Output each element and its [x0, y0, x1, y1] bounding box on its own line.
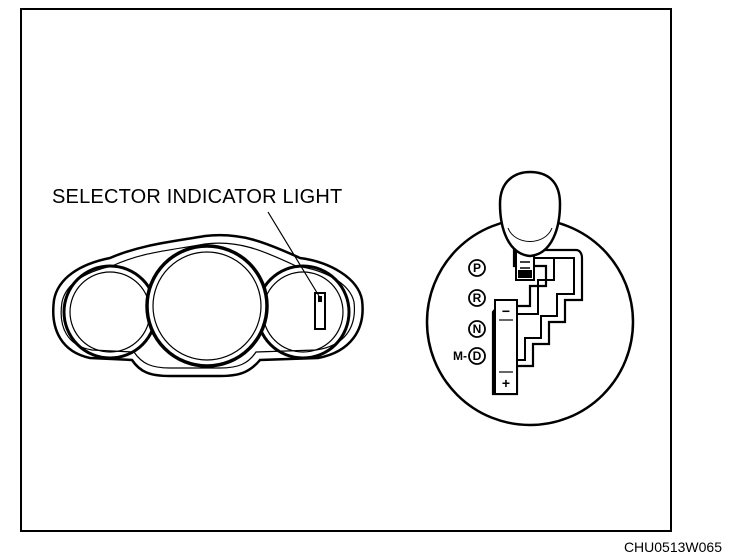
manual-minus-symbol: −: [502, 303, 510, 319]
shift-gate-outer: [491, 248, 584, 396]
gear-position-markers: P R N M- D: [453, 259, 486, 365]
selector-indicator-light-label: SELECTOR INDICATOR LIGHT: [52, 186, 343, 208]
svg-text:D: D: [473, 349, 482, 363]
svg-text:P: P: [473, 261, 481, 275]
manual-plus-symbol: +: [502, 375, 510, 391]
diagram-frame: [20, 8, 672, 532]
instrument-cluster: [52, 233, 364, 378]
gear-marker-d-prefix: M-: [453, 349, 467, 363]
svg-text:N: N: [473, 322, 482, 336]
svg-text:R: R: [473, 291, 482, 305]
callout-leader-line: [267, 211, 320, 297]
gear-marker-p: P: [468, 259, 486, 277]
selector-indicator-light: [314, 292, 326, 330]
shift-gate-inner: [498, 257, 575, 389]
shift-console: − + P R N M-: [425, 170, 635, 427]
left-gauge: [62, 264, 158, 360]
right-gauge: [255, 264, 351, 360]
cluster-housing: [52, 233, 364, 378]
gear-marker-r: R: [468, 289, 486, 307]
gear-marker-n: N: [468, 320, 486, 338]
gear-marker-d: M- D: [453, 347, 486, 365]
manual-gate: [494, 299, 518, 395]
figure-code: CHU0513W065: [623, 539, 722, 555]
shift-lever-knob: [498, 170, 562, 258]
center-gauge: [145, 244, 269, 368]
